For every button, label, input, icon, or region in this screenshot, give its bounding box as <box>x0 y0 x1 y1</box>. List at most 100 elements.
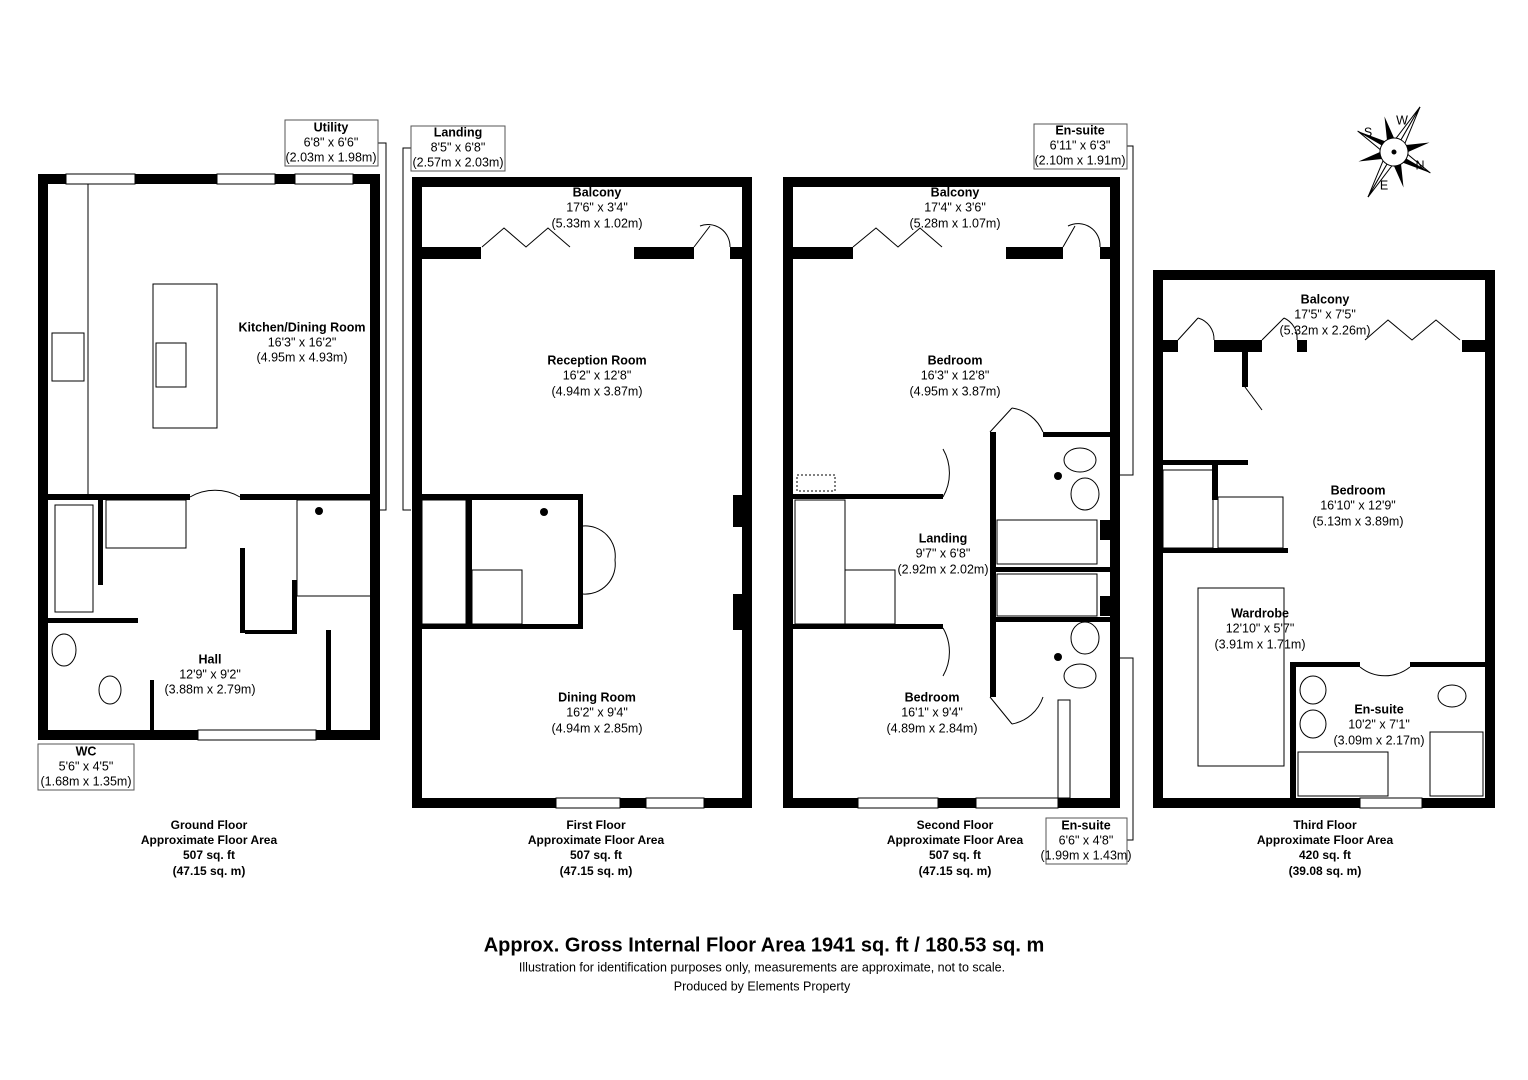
basin-icon <box>1070 621 1100 655</box>
svg-text:(3.91m x 1.71m): (3.91m x 1.71m) <box>1214 637 1305 651</box>
svg-text:Utility: Utility <box>314 120 349 134</box>
svg-text:(2.03m x 1.98m): (2.03m x 1.98m) <box>285 150 376 164</box>
svg-text:En-suite: En-suite <box>1061 818 1110 832</box>
room-landing-second: Landing 9'7" x 6'8" (2.92m x 2.02m) <box>897 531 988 576</box>
room-balcony-third: Balcony 17'5" x 7'5" (5.32m x 2.26m) <box>1279 292 1370 337</box>
svg-text:(47.15 sq. m): (47.15 sq. m) <box>919 864 992 878</box>
svg-text:16'1" x 9'4": 16'1" x 9'4" <box>901 705 963 719</box>
svg-text:Balcony: Balcony <box>573 185 622 199</box>
svg-text:(4.95m x 3.87m): (4.95m x 3.87m) <box>909 384 1000 398</box>
room-ensuite-second-lower: En-suite 6'6" x 4'8" (1.99m x 1.43m) <box>1040 818 1131 862</box>
callout-landing <box>410 125 506 172</box>
floor-label-third: Third Floor Approximate Floor Area 420 s… <box>1257 818 1394 878</box>
room-wardrobe: Wardrobe 12'10" x 5'7" (3.91m x 1.71m) <box>1214 606 1305 651</box>
svg-text:16'3" x 12'8": 16'3" x 12'8" <box>921 368 990 382</box>
bath-icon <box>54 504 94 613</box>
svg-text:(2.57m x 2.03m): (2.57m x 2.03m) <box>412 155 503 169</box>
room-ensuite-second-upper: En-suite 6'11" x 6'3" (2.10m x 1.91m) <box>1034 123 1125 167</box>
floor-label-ground: Ground Floor Approximate Floor Area 507 … <box>141 818 278 878</box>
shower-icon <box>996 573 1098 617</box>
svg-text:Bedroom: Bedroom <box>1331 483 1386 497</box>
svg-text:507 sq. ft: 507 sq. ft <box>929 848 981 862</box>
svg-text:507 sq. ft: 507 sq. ft <box>183 848 235 862</box>
compass-e: E <box>1380 178 1388 192</box>
svg-text:Kitchen/Dining Room: Kitchen/Dining Room <box>238 320 365 334</box>
bath-icon <box>1297 751 1389 797</box>
svg-text:Wardrobe: Wardrobe <box>1231 606 1289 620</box>
svg-text:En-suite: En-suite <box>1354 702 1403 716</box>
svg-text:(39.08 sq. m): (39.08 sq. m) <box>1289 864 1362 878</box>
svg-text:(5.28m x 1.07m): (5.28m x 1.07m) <box>909 216 1000 230</box>
room-balcony-first: Balcony 17'6" x 3'4" (5.33m x 1.02m) <box>551 185 642 230</box>
svg-text:Dining Room: Dining Room <box>558 690 636 704</box>
svg-text:17'6" x 3'4": 17'6" x 3'4" <box>566 200 628 214</box>
svg-text:(5.33m x 1.02m): (5.33m x 1.02m) <box>551 216 642 230</box>
svg-text:(2.92m x 2.02m): (2.92m x 2.02m) <box>897 562 988 576</box>
third-floor-plan <box>1153 270 1495 809</box>
basin-icon <box>1299 709 1327 739</box>
room-landing-first: Landing 8'5" x 6'8" (2.57m x 2.03m) <box>412 125 503 169</box>
svg-text:9'7" x 6'8": 9'7" x 6'8" <box>916 546 971 560</box>
room-bedroom-third: Bedroom 16'10" x 12'9" (5.13m x 3.89m) <box>1312 483 1403 528</box>
room-utility: Utility 6'8" x 6'6" (2.03m x 1.98m) <box>285 120 376 164</box>
svg-text:Bedroom: Bedroom <box>928 353 983 367</box>
ground-floor-plan <box>38 173 380 741</box>
room-dining: Dining Room 16'2" x 9'4" (4.94m x 2.85m) <box>551 690 642 735</box>
svg-text:16'3" x 16'2": 16'3" x 16'2" <box>268 335 337 349</box>
svg-text:Approximate Floor Area: Approximate Floor Area <box>528 833 665 847</box>
callout-wc <box>37 743 135 791</box>
floor-label-second: Second Floor Approximate Floor Area 507 … <box>887 818 1024 878</box>
svg-text:8'5" x 6'8": 8'5" x 6'8" <box>431 140 486 154</box>
svg-text:Second Floor: Second Floor <box>917 818 994 832</box>
stairs <box>794 499 846 625</box>
wardrobe <box>1197 587 1285 767</box>
shower-icon <box>1429 731 1484 797</box>
svg-text:Hall: Hall <box>199 652 222 666</box>
svg-text:12'9" x 9'2": 12'9" x 9'2" <box>179 667 241 681</box>
svg-text:(3.88m x 2.79m): (3.88m x 2.79m) <box>164 682 255 696</box>
stairs <box>421 499 467 625</box>
svg-text:En-suite: En-suite <box>1055 123 1104 137</box>
compass-w: W <box>1396 113 1408 127</box>
callout-utility <box>284 119 379 167</box>
svg-text:Reception Room: Reception Room <box>547 353 646 367</box>
svg-text:(47.15 sq. m): (47.15 sq. m) <box>560 864 633 878</box>
sink-icon <box>51 332 85 382</box>
svg-text:10'2" x 7'1": 10'2" x 7'1" <box>1348 717 1410 731</box>
kitchen-island <box>152 283 218 429</box>
svg-text:12'10" x 5'7": 12'10" x 5'7" <box>1226 621 1295 635</box>
svg-text:Ground Floor: Ground Floor <box>171 818 248 832</box>
compass-s: S <box>1364 125 1372 139</box>
svg-text:(2.10m x 1.91m): (2.10m x 1.91m) <box>1034 153 1125 167</box>
toilet-icon <box>98 675 122 705</box>
room-bedroom-second-lower: Bedroom 16'1" x 9'4" (4.89m x 2.84m) <box>886 690 977 735</box>
svg-text:(4.89m x 2.84m): (4.89m x 2.84m) <box>886 721 977 735</box>
svg-text:Approximate Floor Area: Approximate Floor Area <box>887 833 1024 847</box>
bath-icon <box>996 519 1098 565</box>
svg-text:Landing: Landing <box>434 125 483 139</box>
svg-text:Balcony: Balcony <box>931 185 980 199</box>
svg-text:(5.32m x 2.26m): (5.32m x 2.26m) <box>1279 323 1370 337</box>
svg-text:(47.15 sq. m): (47.15 sq. m) <box>173 864 246 878</box>
svg-text:16'2" x 12'8": 16'2" x 12'8" <box>563 368 632 382</box>
room-reception: Reception Room 16'2" x 12'8" (4.94m x 3.… <box>547 353 646 398</box>
room-wc: WC 5'6" x 4'5" (1.68m x 1.35m) <box>40 744 131 788</box>
stairs <box>1162 469 1214 549</box>
callout-ensuite-lower <box>1045 817 1128 865</box>
room-bedroom-second-upper: Bedroom 16'3" x 12'8" (4.95m x 3.87m) <box>909 353 1000 398</box>
svg-text:(5.13m x 3.89m): (5.13m x 3.89m) <box>1312 514 1403 528</box>
room-balcony-second: Balcony 17'4" x 3'6" (5.28m x 1.07m) <box>909 185 1000 230</box>
first-floor-plan <box>412 177 752 809</box>
room-kitchen-dining: Kitchen/Dining Room 16'3" x 16'2" (4.95m… <box>238 320 365 364</box>
hob-icon <box>155 342 187 388</box>
svg-text:Third Floor: Third Floor <box>1293 818 1357 832</box>
svg-text:5'6" x 4'5": 5'6" x 4'5" <box>59 759 114 773</box>
toilet-icon <box>1063 663 1097 689</box>
compass-icon <box>1357 106 1431 198</box>
svg-text:Approximate Floor Area: Approximate Floor Area <box>1257 833 1394 847</box>
svg-text:Balcony: Balcony <box>1301 292 1350 306</box>
basin-icon <box>1299 675 1327 705</box>
total-area-title: Approx. Gross Internal Floor Area 1941 s… <box>484 934 1045 956</box>
svg-text:16'2" x 9'4": 16'2" x 9'4" <box>566 705 628 719</box>
